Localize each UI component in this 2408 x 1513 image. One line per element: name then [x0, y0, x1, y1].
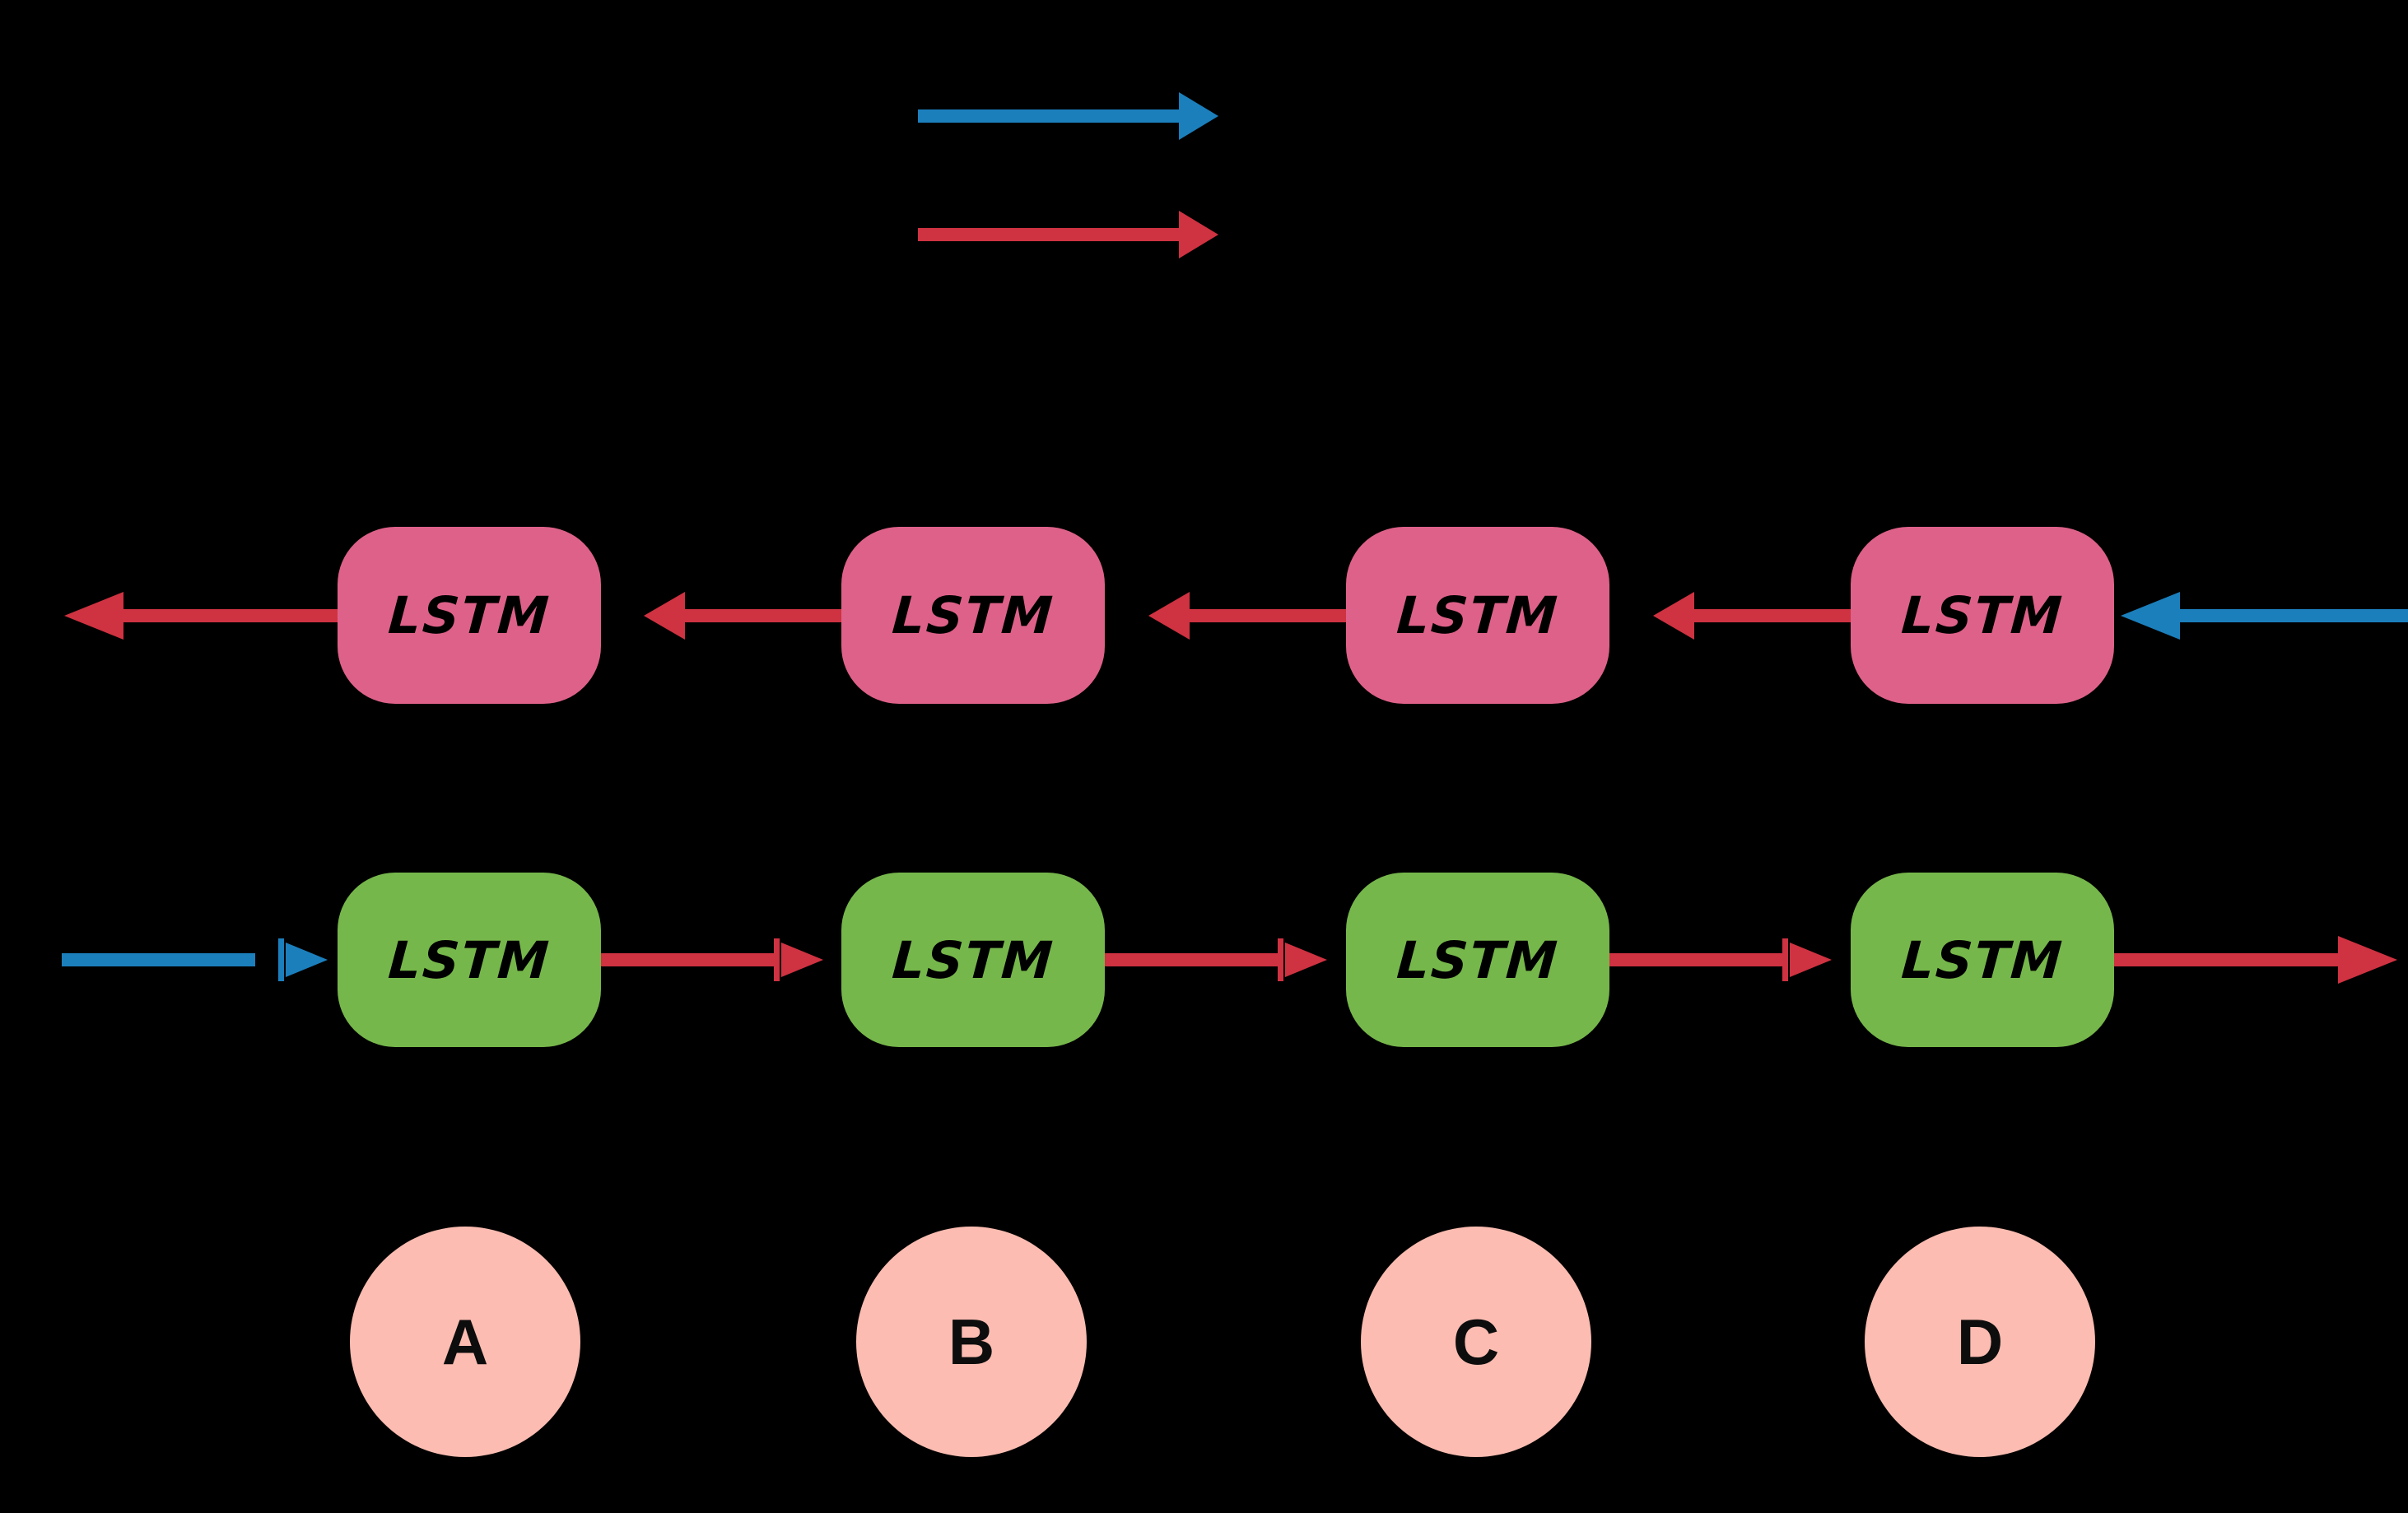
edge-tick — [1782, 938, 1788, 981]
token-label: B — [948, 1306, 995, 1378]
arrow-right-icon-shaft — [918, 228, 1194, 241]
edge-forward-a-to-b — [601, 938, 823, 981]
token-label: D — [1956, 1306, 2004, 1378]
edge-forward-output — [2114, 936, 2397, 984]
edge-tick — [1278, 938, 1283, 981]
legend-item-input-flow — [918, 92, 1218, 140]
legend-item-recurrent-flow — [918, 211, 1218, 258]
edge-forward-b-to-c — [1105, 938, 1327, 981]
forward-lstm-cell-3[interactable]: LSTM — [1346, 873, 1609, 1047]
arrow-left-icon-head — [1653, 592, 1694, 640]
arrow-right-icon-head — [781, 943, 823, 977]
arrow-left-icon-head — [2121, 592, 2180, 640]
edge-backward-c-to-b — [1148, 592, 1348, 640]
backward-lstm-cell-4[interactable]: LSTM — [1851, 527, 2114, 704]
legend — [918, 92, 1218, 258]
edge-tick — [278, 938, 284, 981]
cell-label: LSTM — [1899, 929, 2066, 990]
forward-lstm-cell-2[interactable]: LSTM — [841, 873, 1105, 1047]
edge-tick — [774, 938, 780, 981]
cell-label: LSTM — [890, 585, 1056, 645]
cell-label: LSTM — [1899, 585, 2066, 645]
cell-label: LSTM — [1395, 585, 1561, 645]
edge-backward-d-to-c — [1653, 592, 1852, 640]
input-token-c[interactable]: C — [1361, 1227, 1591, 1457]
input-token-d[interactable]: D — [1865, 1227, 2095, 1457]
forward-lstm-cell-4[interactable]: LSTM — [1851, 873, 2114, 1047]
cell-label: LSTM — [386, 929, 552, 990]
edge-forward-c-to-d — [1609, 938, 1832, 981]
edge-backward-b-to-a — [644, 592, 843, 640]
token-label: C — [1452, 1306, 1500, 1378]
arrow-right-icon-head — [2338, 936, 2397, 984]
edge-backward-output — [64, 592, 341, 640]
arrow-left-icon-head — [644, 592, 685, 640]
arrow-right-icon-head — [286, 943, 328, 977]
edge-forward-input — [62, 938, 328, 981]
token-label: A — [441, 1306, 489, 1378]
arrow-right-icon-head — [1179, 211, 1218, 258]
forward-lstm-cell-1[interactable]: LSTM — [338, 873, 601, 1047]
cell-label: LSTM — [890, 929, 1056, 990]
arrow-right-icon-shaft — [918, 109, 1194, 123]
arrow-right-icon-head — [1179, 92, 1218, 140]
arrow-right-icon-head — [1285, 943, 1327, 977]
input-token-b[interactable]: B — [856, 1227, 1087, 1457]
edge-backward-input — [2121, 592, 2408, 640]
arrow-left-icon-head — [64, 592, 123, 640]
arrow-right-icon-head — [1790, 943, 1832, 977]
cell-label: LSTM — [386, 585, 552, 645]
input-token-a[interactable]: A — [350, 1227, 580, 1457]
backward-lstm-cell-1[interactable]: LSTM — [338, 527, 601, 704]
backward-lstm-cell-2[interactable]: LSTM — [841, 527, 1105, 704]
backward-lstm-cell-3[interactable]: LSTM — [1346, 527, 1609, 704]
arrow-left-icon-head — [1148, 592, 1190, 640]
cell-label: LSTM — [1395, 929, 1561, 990]
